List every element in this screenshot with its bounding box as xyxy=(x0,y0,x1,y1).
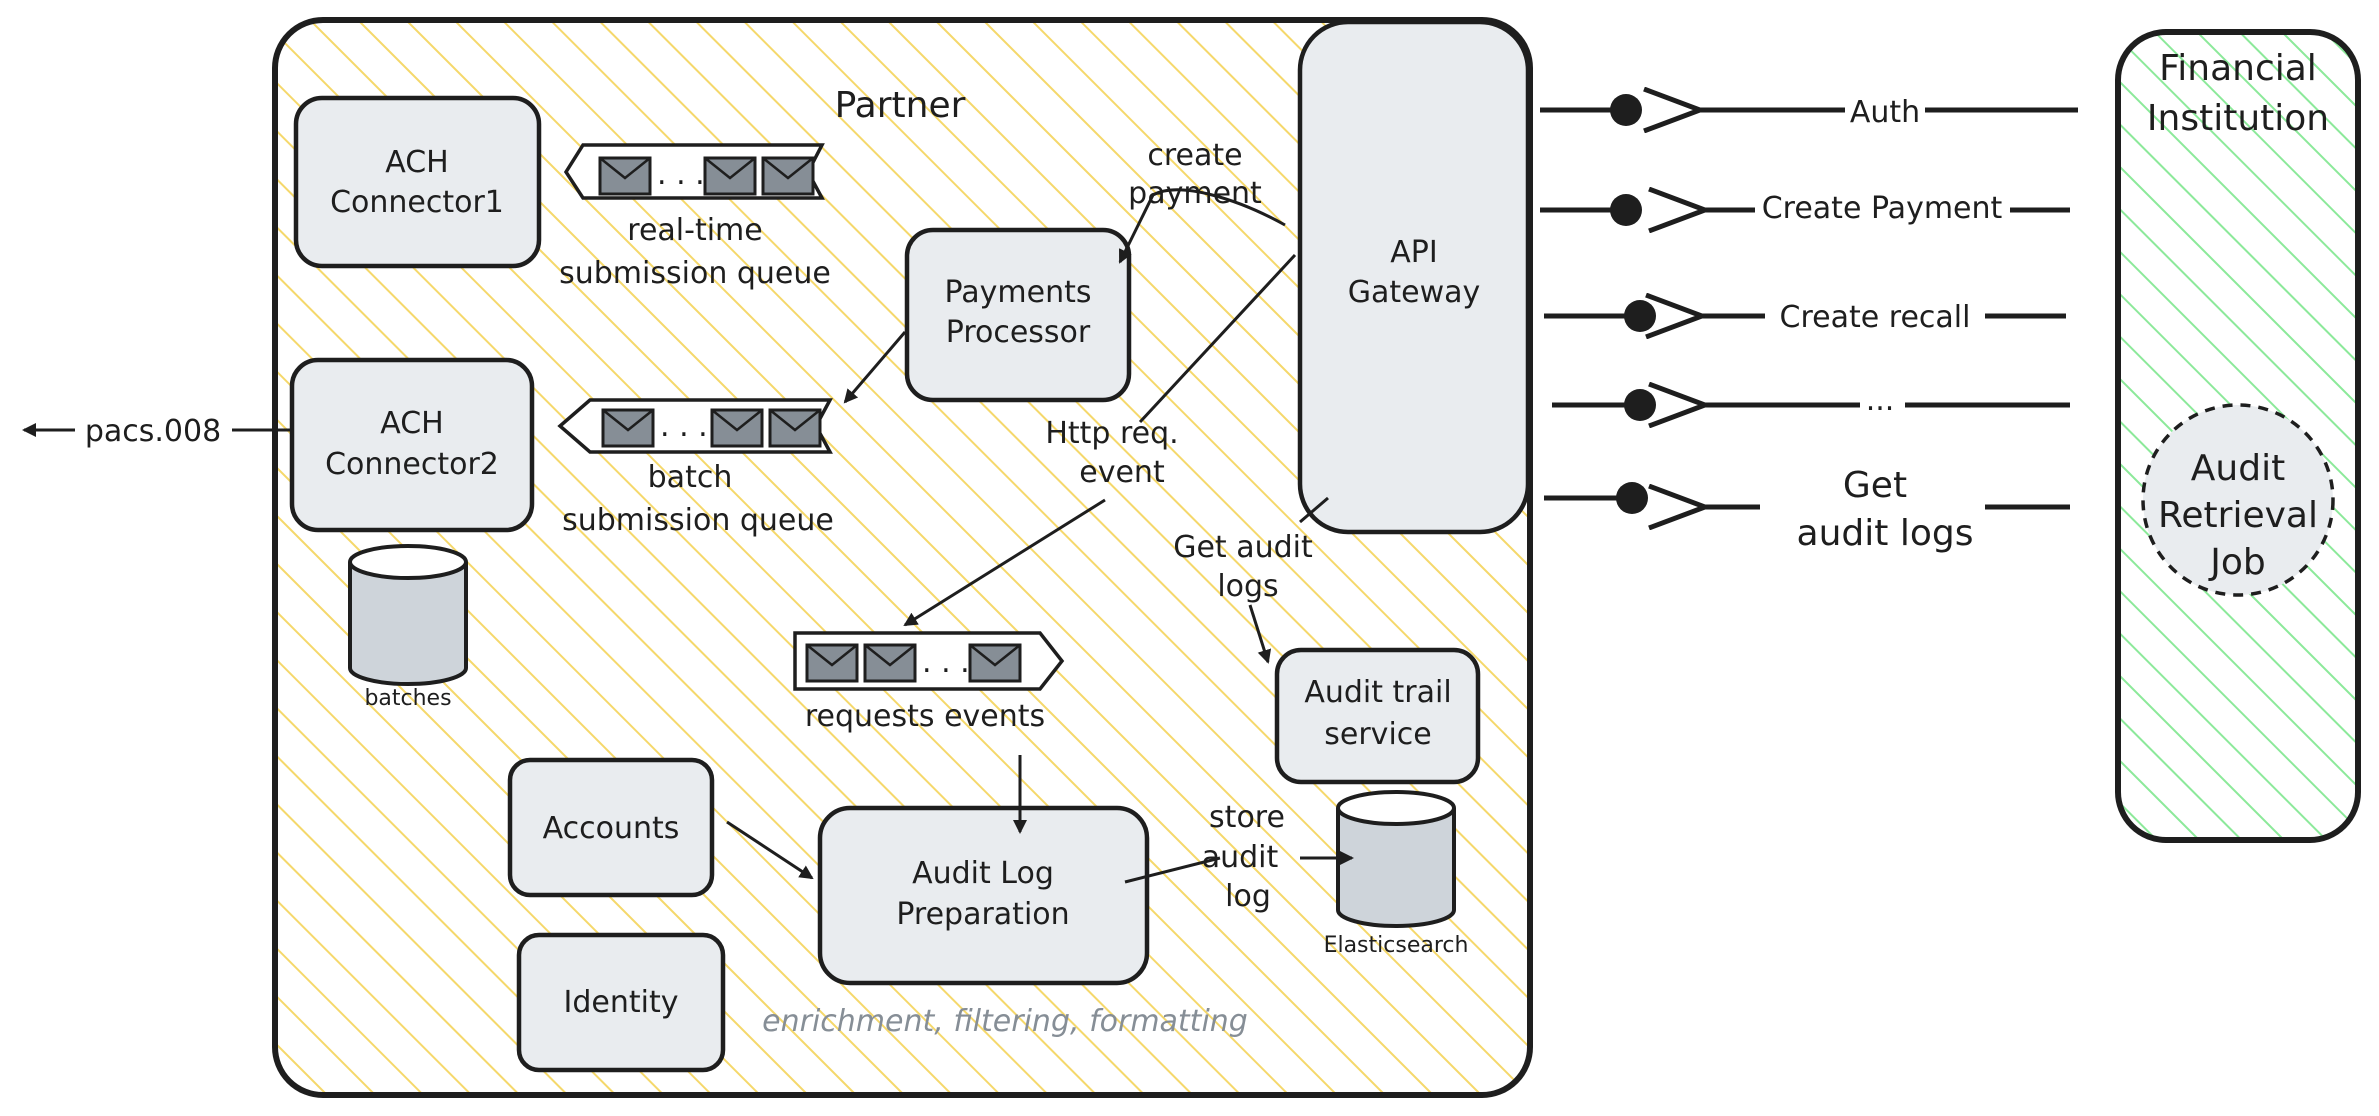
external-edge-auth: Auth xyxy=(1540,94,2078,130)
port-icon xyxy=(1624,389,1656,421)
audit-trail-service-label-line1: Audit trail xyxy=(1304,675,1451,710)
audit-retrieval-job-node[interactable]: Audit Retrieval Job xyxy=(2141,403,2335,597)
external-edge-ellipsis: ... xyxy=(1552,383,2070,421)
edge-store-audit-log: store audit log xyxy=(1124,800,1354,914)
api-gateway-node[interactable]: API Gateway xyxy=(1297,19,1531,535)
realtime-submission-queue[interactable]: . . . real-time submission queue xyxy=(559,143,831,291)
ach-connector1-label-line2: Connector1 xyxy=(330,185,504,220)
edge-label-create-payment-line2: payment xyxy=(1128,176,1262,211)
batches-store-label: batches xyxy=(364,686,451,711)
queue-ellipsis: . . . xyxy=(922,645,970,680)
accounts-label: Accounts xyxy=(543,811,680,846)
edge-accounts-to-prep xyxy=(726,820,814,880)
audit-log-preparation-label-line1: Audit Log xyxy=(912,856,1054,891)
identity-node[interactable]: Identity xyxy=(516,932,726,1073)
edge-get-audit-logs-internal: Get audit logs xyxy=(1173,496,1329,664)
ach-connector2-label-line1: ACH xyxy=(380,406,444,441)
envelope-icon xyxy=(805,643,859,683)
batch-queue-label-line2: submission queue xyxy=(562,503,834,538)
edge-label-get-audit-logs-line1: Get xyxy=(1843,465,1907,506)
edge-label-pacs: pacs.008 xyxy=(85,414,221,449)
audit-log-preparation-label-line2: Preparation xyxy=(896,897,1069,932)
batch-queue-label-line1: batch xyxy=(648,460,733,495)
ach-connector1-label-line1: ACH xyxy=(385,145,449,180)
edge-http-req-event: Http req. event xyxy=(903,253,1297,627)
edge-label-http-req-line1: Http req. xyxy=(1045,416,1178,451)
edge-pacs-outbound: pacs.008 xyxy=(22,414,290,449)
edge-label-store-line2: audit xyxy=(1202,840,1279,875)
audit-trail-service-label-line2: service xyxy=(1324,717,1431,752)
port-icon xyxy=(1624,300,1656,332)
edge-label-auth: Auth xyxy=(1850,95,1920,130)
envelope-icon xyxy=(598,156,652,196)
edge-create-payment: create payment xyxy=(1118,138,1286,264)
payments-processor-label-line1: Payments xyxy=(945,275,1092,310)
queue-ellipsis: . . . xyxy=(657,157,705,192)
requests-events-label: requests events xyxy=(805,699,1045,734)
audit-trail-service-node[interactable]: Audit trail service xyxy=(1274,647,1481,785)
payments-processor-label-line2: Processor xyxy=(946,315,1091,350)
batches-store[interactable]: batches xyxy=(348,544,468,711)
edge-label-create-recall: Create recall xyxy=(1780,300,1971,335)
edge-label-store-line3: log xyxy=(1225,879,1271,914)
envelope-icon xyxy=(863,643,917,683)
edge-label-http-req-line2: event xyxy=(1079,455,1165,490)
audit-retrieval-job-label-line3: Job xyxy=(2208,542,2266,583)
audit-retrieval-job-label-line1: Audit xyxy=(2191,448,2285,489)
external-edge-get-audit-logs: Get audit logs xyxy=(1544,465,2070,554)
edge-label-get-audit-line2: logs xyxy=(1217,569,1278,604)
port-icon xyxy=(1616,482,1648,514)
edge-label-get-audit-line1: Get audit xyxy=(1173,530,1313,565)
api-gateway-label-line1: API xyxy=(1390,235,1437,270)
ach-connector1-node[interactable]: ACH Connector1 xyxy=(293,95,542,269)
envelope-icon xyxy=(761,156,815,196)
financial-institution-label-line1: Financial xyxy=(2159,48,2317,89)
requests-events-queue[interactable]: . . . requests events xyxy=(793,631,1065,734)
elasticsearch-store[interactable]: Elasticsearch xyxy=(1324,790,1469,958)
accounts-node[interactable]: Accounts xyxy=(507,757,715,898)
port-icon xyxy=(1610,194,1642,226)
identity-label: Identity xyxy=(564,985,679,1020)
ach-connector2-node[interactable]: ACH Connector2 xyxy=(289,357,535,533)
edge-label-ext-create-payment: Create Payment xyxy=(1762,191,2003,226)
external-edge-create-recall: Create recall xyxy=(1544,300,2066,335)
payments-processor-node[interactable]: Payments Processor xyxy=(904,227,1132,403)
external-edge-create-payment: Create Payment xyxy=(1540,191,2070,226)
edge-processor-to-batch-queue xyxy=(843,331,907,404)
ach-connector2-label-line2: Connector2 xyxy=(325,447,499,482)
envelope-icon xyxy=(601,408,655,448)
realtime-queue-label-line1: real-time xyxy=(627,213,762,248)
realtime-queue-label-line2: submission queue xyxy=(559,256,831,291)
envelope-icon xyxy=(968,643,1022,683)
audit-log-preparation-node[interactable]: Audit Log Preparation xyxy=(817,805,1150,986)
edge-label-store-line1: store xyxy=(1209,800,1285,835)
financial-institution-label-line2: Institution xyxy=(2147,98,2329,139)
envelope-icon xyxy=(768,408,822,448)
elasticsearch-store-label: Elasticsearch xyxy=(1324,933,1469,958)
queue-ellipsis: . . . xyxy=(660,409,708,444)
envelope-icon xyxy=(703,156,757,196)
audit-prep-annotation: enrichment, filtering, formatting xyxy=(762,1004,1248,1039)
batch-submission-queue[interactable]: . . . batch submission queue xyxy=(557,398,834,538)
edge-label-get-audit-logs-line2: audit logs xyxy=(1797,513,1974,554)
port-icon xyxy=(1610,94,1642,126)
edge-label-create-payment-line1: create xyxy=(1147,138,1242,173)
edge-label-ellipsis: ... xyxy=(1866,383,1895,418)
audit-retrieval-job-label-line2: Retrieval xyxy=(2158,495,2318,536)
envelope-icon xyxy=(710,408,764,448)
api-gateway-label-line2: Gateway xyxy=(1348,275,1481,310)
partner-label: Partner xyxy=(835,85,966,126)
